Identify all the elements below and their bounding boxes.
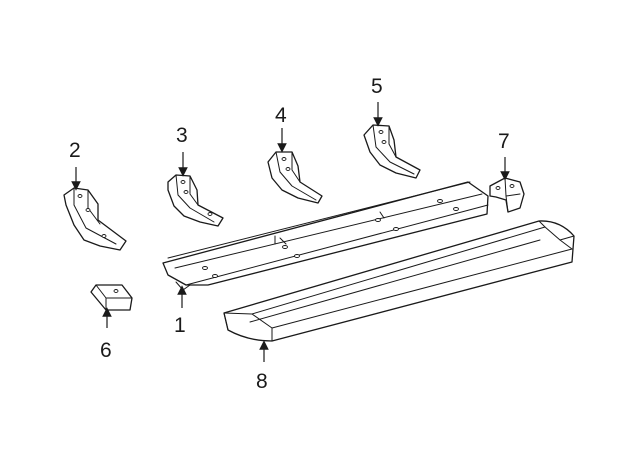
callout-6: 6 [100,339,112,362]
callout-5: 5 [371,75,383,98]
callout-3: 3 [176,124,188,147]
callout-8: 8 [256,370,268,393]
part-4-bracket [267,151,323,204]
part-2-bracket [63,187,127,251]
callout-7: 7 [498,130,510,153]
part-8-running-board [223,220,575,342]
part-1-rail-bracket [162,181,489,291]
callout-4: 4 [275,104,287,127]
callout-2: 2 [69,139,81,162]
callout-1: 1 [174,314,186,337]
part-5-bracket [363,124,421,179]
part-6-bracket [90,284,133,311]
part-7-bracket [489,177,525,213]
part-3-bracket [167,174,224,227]
